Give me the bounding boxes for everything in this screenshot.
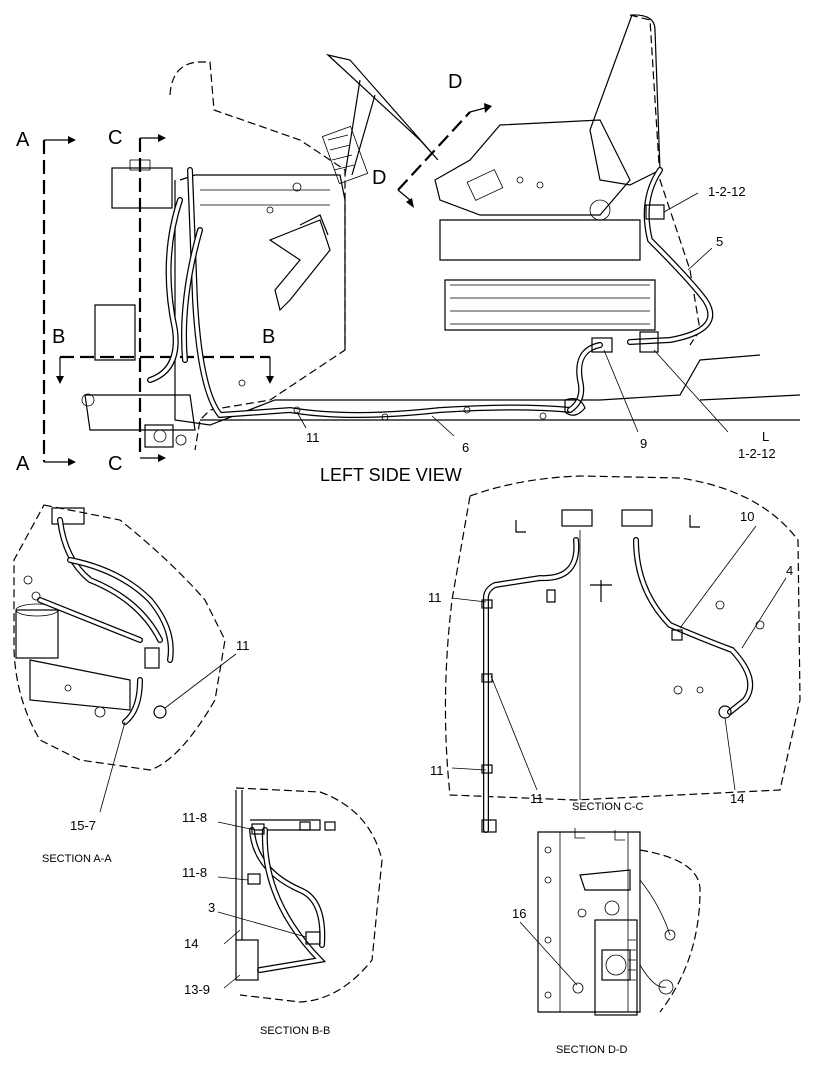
section-a-a: 11 15-7 SECTION A-A [13,504,250,865]
section-letter-a-bottom: A [16,453,30,475]
callout-label: 1-2-12 [708,184,746,199]
callout-label: 11 [530,791,544,806]
section-letter-c-bottom: C [108,453,122,475]
section-a-caption: SECTION A-A [42,853,112,865]
callout-label: 11 [428,590,442,605]
callout-label: 3 [208,900,215,915]
section-line-d [397,111,471,191]
callout-label: 11 [236,638,250,653]
callout-label: 11 [430,763,444,778]
callout-label: 5 [716,234,723,249]
section-c-caption: SECTION C-C [572,801,644,813]
callout-label: 9 [640,436,647,451]
callout-label: 13-9 [184,982,210,997]
callout-label: 14 [730,791,744,806]
callout-label: 4 [786,563,793,578]
section-letter-d-top: D [448,71,462,93]
section-d-caption: SECTION D-D [556,1044,628,1056]
callout-label: 15-7 [70,818,96,833]
section-c-c: 10 4 11 11 11 14 SECTION C-C [428,475,801,841]
callout-label: 14 [184,936,198,951]
section-letter-d-bottom: D [372,167,386,189]
view-title: LEFT SIDE VIEW [320,465,462,485]
callout-label: 10 [740,509,754,524]
section-letter-b-right: B [262,326,275,348]
section-letter-b-left: B [52,326,65,348]
section-b-caption: SECTION B-B [260,1025,330,1037]
callout-label: 6 [462,440,469,455]
section-letter-a-top: A [16,129,30,151]
callout-label: 1-2-12 [738,446,776,461]
section-d-d: 16 SECTION D-D [512,831,701,1056]
callout-label: 11-8 [182,865,207,880]
callout-label: L [762,429,769,444]
section-b-b: 11-8 11-8 3 14 13-9 SECTION B-B [182,787,383,1037]
callout-label: 11-8 [182,810,207,825]
left-side-view: A A B B C C D D 1-2-12 5 9 1-2-12 11 6 L… [16,14,801,485]
callout-label: 16 [512,906,526,921]
callout-label: 11 [306,430,320,445]
section-letter-c-top: C [108,127,122,149]
